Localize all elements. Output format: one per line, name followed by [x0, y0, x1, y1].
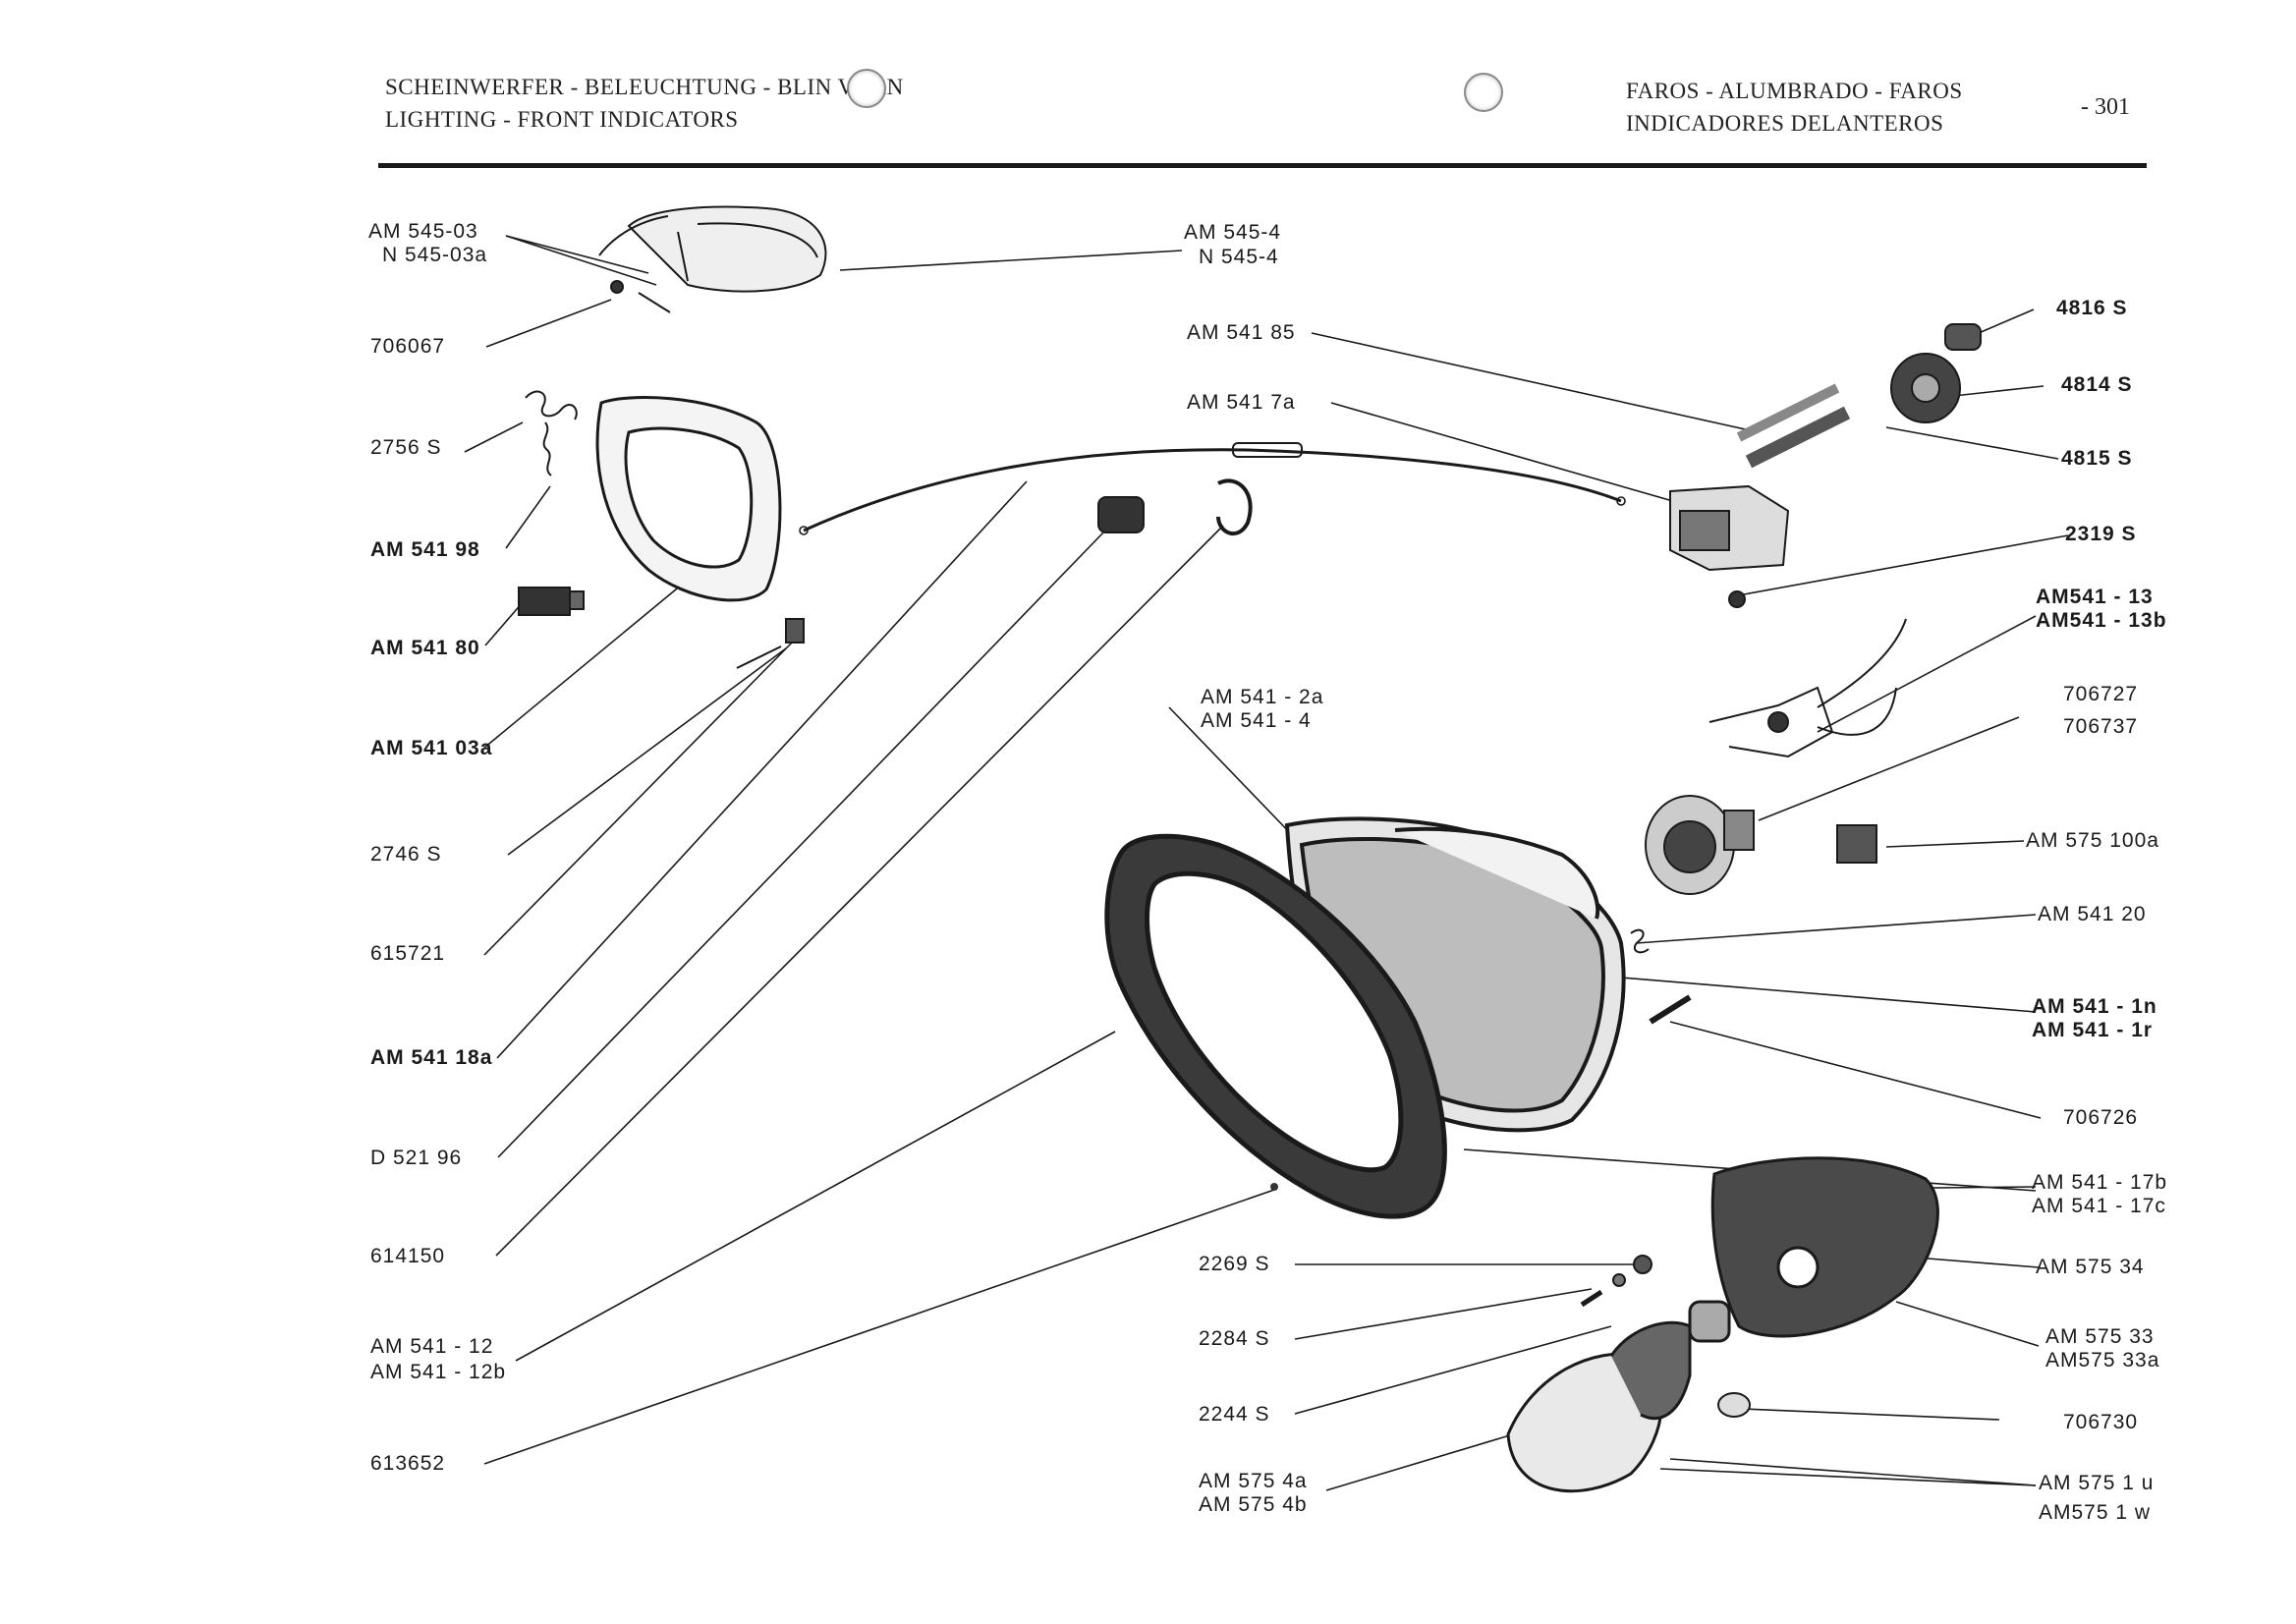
header-english-title: LIGHTING - FRONT INDICATORS: [385, 107, 739, 132]
part-label-am-545-4: AM 545-4: [1184, 221, 1282, 244]
part-label-615721: 615721: [370, 942, 446, 965]
part-label-am-541-98: AM 541 98: [370, 538, 480, 561]
part-label-4816-s: 4816 S: [2056, 297, 2128, 319]
part-label-706730: 706730: [2063, 1411, 2139, 1433]
part-label-am575-1w: AM575 1 w: [2039, 1501, 2152, 1524]
part-label-am-541-12b: AM 541 - 12b: [370, 1361, 507, 1383]
part-label-am575-33a: AM575 33a: [2045, 1349, 2160, 1372]
part-label-am-541-03a: AM 541 03a: [370, 737, 493, 759]
part-label-am-541-1n: AM 541 - 1n: [2032, 995, 2157, 1018]
part-label-706726: 706726: [2063, 1106, 2139, 1129]
header-spanish-title-1: FAROS - ALUMBRADO - FAROS: [1626, 79, 1963, 103]
part-label-706737: 706737: [2063, 715, 2139, 738]
part-label-2319-s: 2319 S: [2065, 523, 2137, 545]
part-label-2244-s: 2244 S: [1199, 1403, 1270, 1426]
header-rule: [378, 163, 2147, 168]
part-label-am-575-4b: AM 575 4b: [1199, 1493, 1308, 1516]
part-label-2284-s: 2284 S: [1199, 1327, 1270, 1350]
part-label-am-541-85: AM 541 85: [1187, 321, 1296, 344]
part-label-am-541-7a: AM 541 7a: [1187, 391, 1296, 414]
header-spanish-title-2: INDICADORES DELANTEROS: [1626, 111, 1944, 136]
part-label-am-541-2a: AM 541 - 2a: [1201, 686, 1324, 708]
part-label-n-545-4: N 545-4: [1199, 246, 1279, 268]
part-label-am-545-03: AM 545-03: [368, 220, 478, 243]
part-label-am-541-1r: AM 541 - 1r: [2032, 1019, 2154, 1041]
part-label-am-575-34: AM 575 34: [2036, 1256, 2145, 1278]
part-label-am-575-100a: AM 575 100a: [2026, 829, 2159, 852]
part-label-706067: 706067: [370, 335, 446, 358]
part-label-2746-s: 2746 S: [370, 843, 442, 866]
part-label-am-541-20: AM 541 20: [2038, 903, 2147, 925]
punch-hole-right: [1464, 73, 1503, 112]
part-label-n-545-03a: N 545-03a: [382, 244, 488, 266]
part-label-706727: 706727: [2063, 683, 2139, 705]
part-label-4814-s: 4814 S: [2061, 373, 2133, 396]
part-label-am-541-4: AM 541 - 4: [1201, 709, 1312, 732]
part-label-am-541-17c: AM 541 - 17c: [2032, 1195, 2166, 1217]
punch-hole-left: [847, 69, 886, 108]
part-label-am-575-4a: AM 575 4a: [1199, 1470, 1308, 1492]
part-label-613652: 613652: [370, 1452, 446, 1475]
part-label-am-575-1u: AM 575 1 u: [2039, 1472, 2155, 1494]
part-label-614150: 614150: [370, 1245, 446, 1267]
part-label-am541-13: AM541 - 13: [2036, 586, 2154, 608]
part-label-am-541-12: AM 541 - 12: [370, 1335, 494, 1358]
part-label-2756-s: 2756 S: [370, 436, 442, 459]
part-label-2269-s: 2269 S: [1199, 1253, 1270, 1275]
part-label-am-541-80: AM 541 80: [370, 637, 480, 659]
part-label-am-541-17b: AM 541 - 17b: [2032, 1171, 2168, 1194]
page-number: - 301: [2081, 94, 2130, 120]
part-label-am-575-33: AM 575 33: [2045, 1325, 2155, 1348]
part-label-4815-s: 4815 S: [2061, 447, 2133, 470]
part-label-am541-13b: AM541 - 13b: [2036, 609, 2167, 632]
header-german-title: SCHEINWERFER - BELEUCHTUNG - BLIN VORN: [385, 75, 904, 99]
part-label-am-541-18a: AM 541 18a: [370, 1046, 493, 1069]
part-label-d-521-96: D 521 96: [370, 1147, 463, 1169]
